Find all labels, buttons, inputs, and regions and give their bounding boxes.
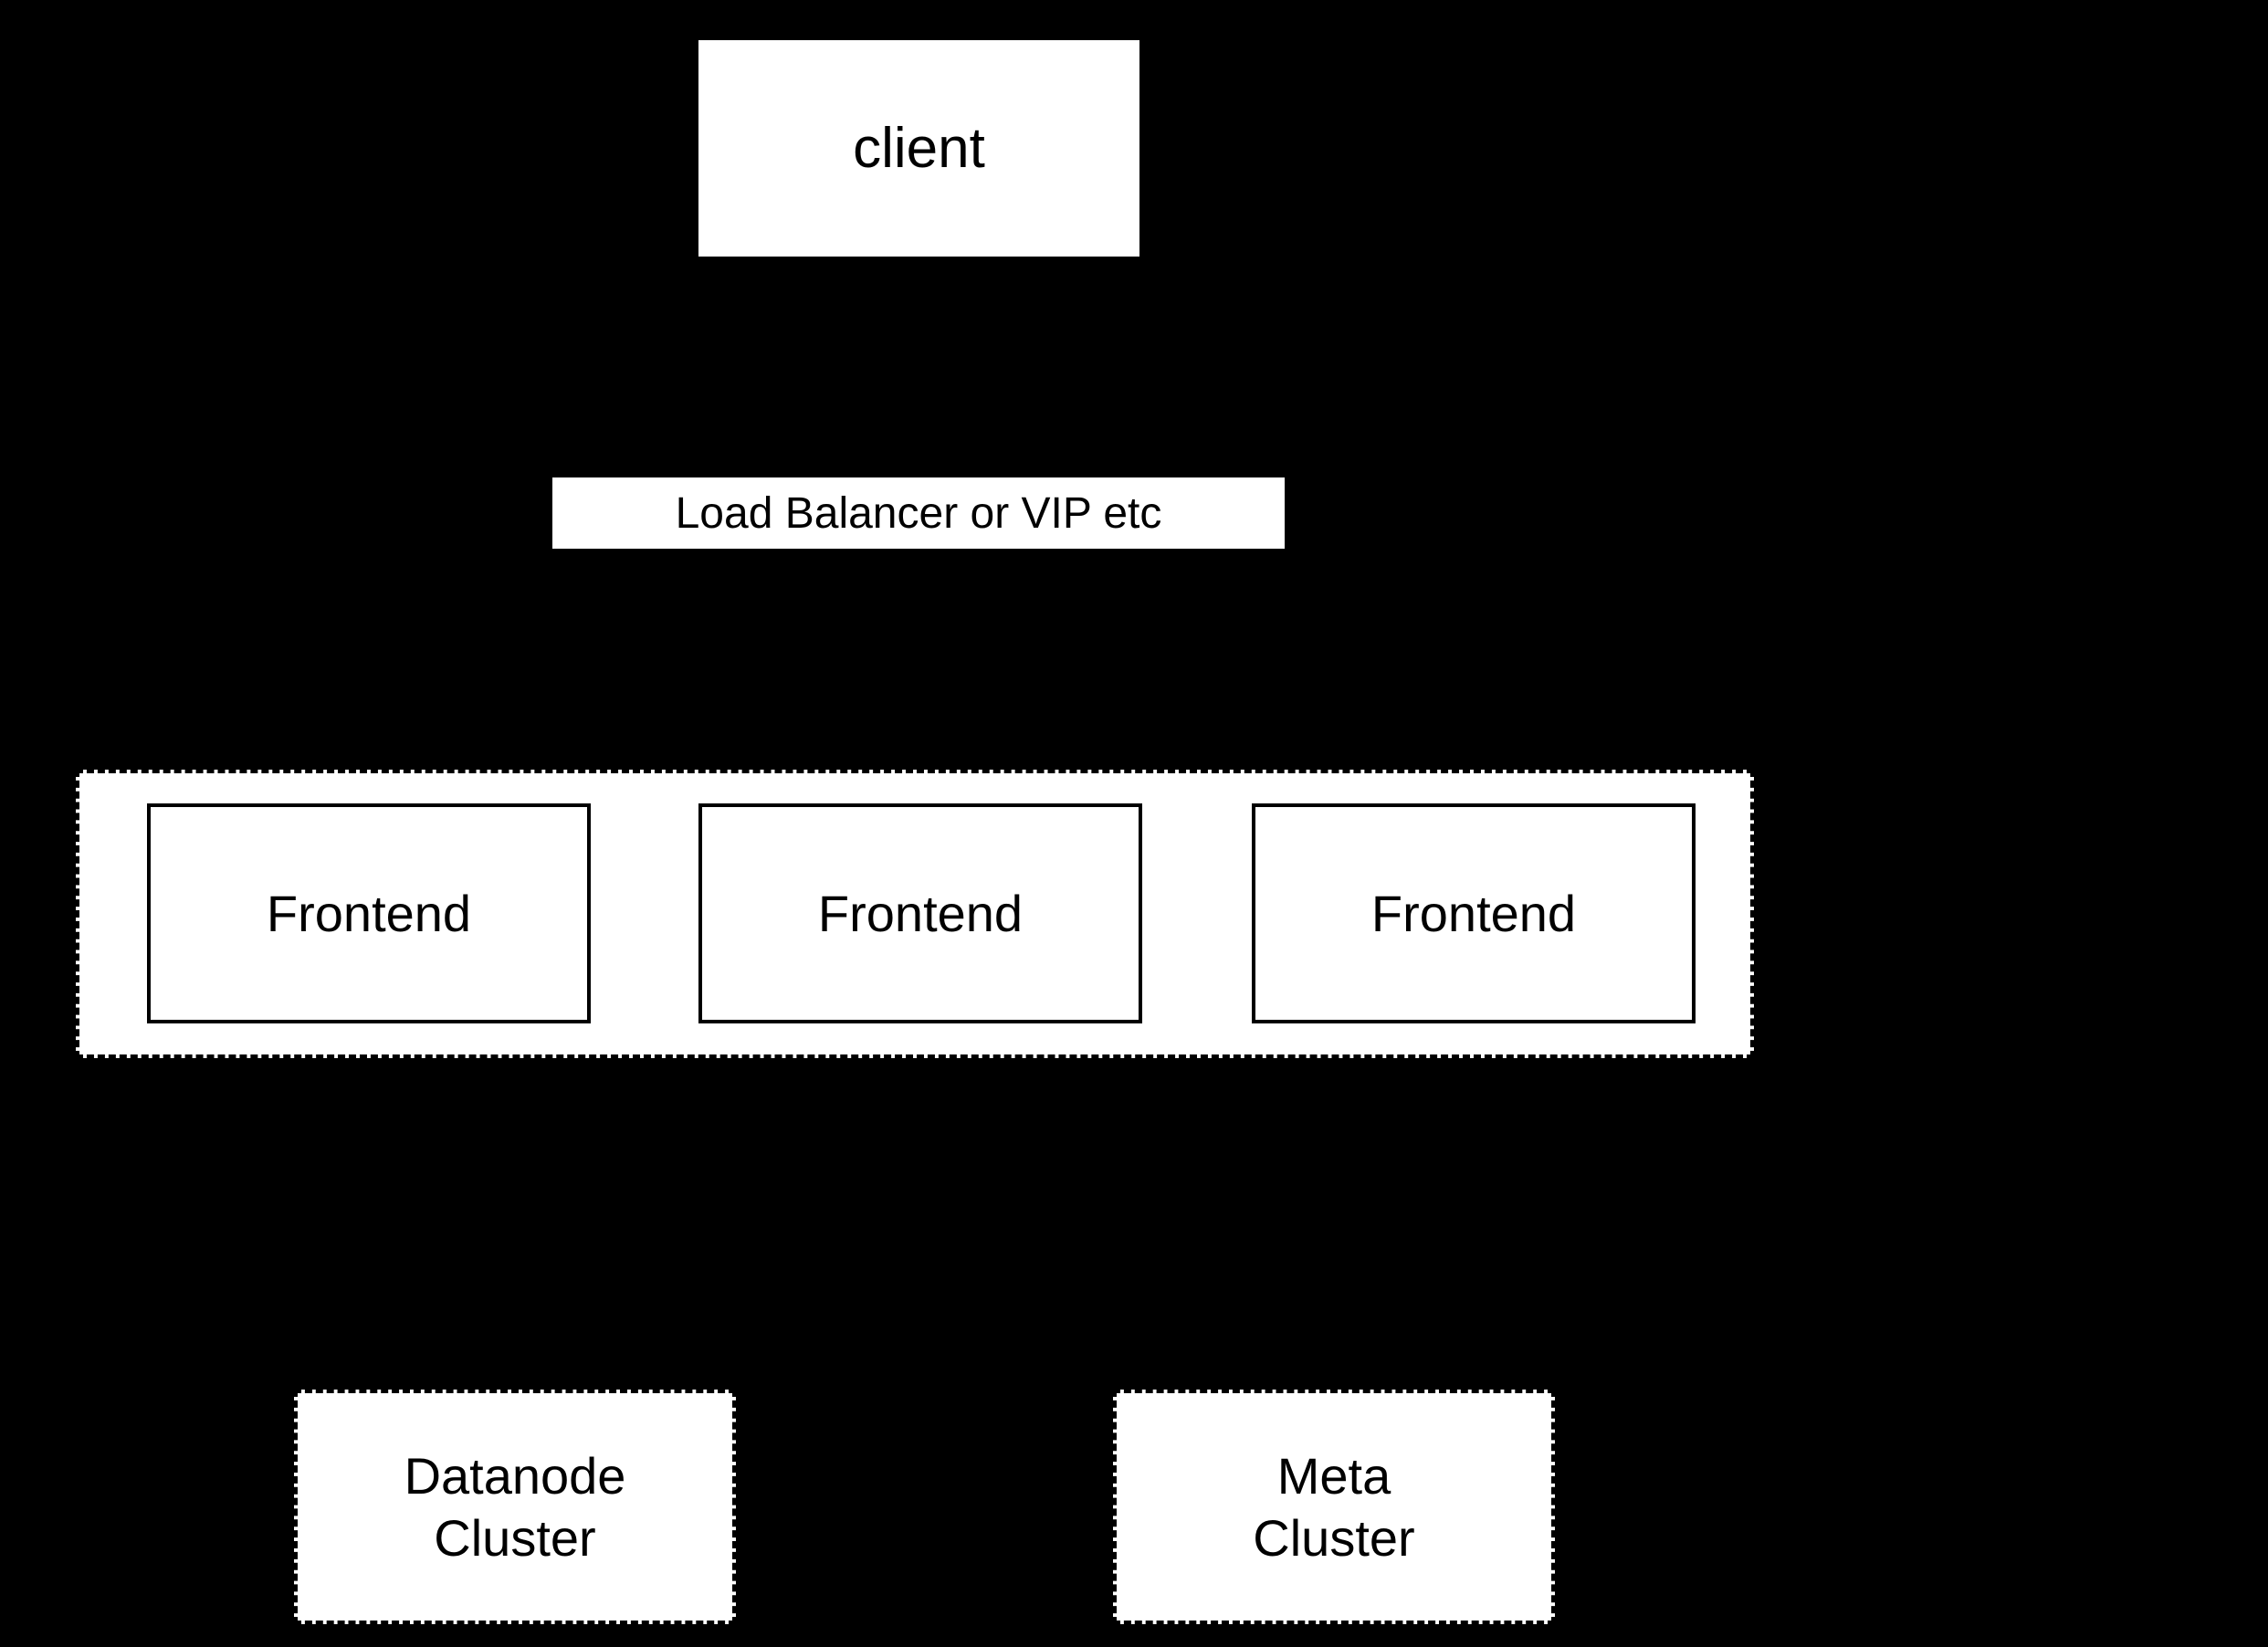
datanode-cluster-node: Datanode Cluster [294, 1390, 736, 1624]
frontend-label: Frontend [817, 885, 1024, 942]
frontend-group: Frontend Frontend Frontend [76, 770, 1754, 1058]
frontend-node-3: Frontend [1252, 803, 1696, 1023]
datanode-cluster-label-line1: Datanode [404, 1446, 626, 1505]
load-balancer-node: Load Balancer or VIP etc [552, 477, 1285, 549]
load-balancer-label: Load Balancer or VIP etc [675, 488, 1162, 538]
client-node: client [698, 40, 1139, 257]
frontend-node-2: Frontend [698, 803, 1142, 1023]
meta-cluster-label-line2: Cluster [1253, 1508, 1415, 1567]
meta-cluster-node: Meta Cluster [1113, 1390, 1555, 1624]
client-label: client [853, 117, 985, 180]
meta-cluster-label-line1: Meta [1276, 1446, 1391, 1505]
frontend-label: Frontend [1370, 885, 1577, 942]
frontend-node-1: Frontend [147, 803, 591, 1023]
frontend-label: Frontend [266, 885, 472, 942]
datanode-cluster-label-line2: Cluster [434, 1508, 596, 1567]
